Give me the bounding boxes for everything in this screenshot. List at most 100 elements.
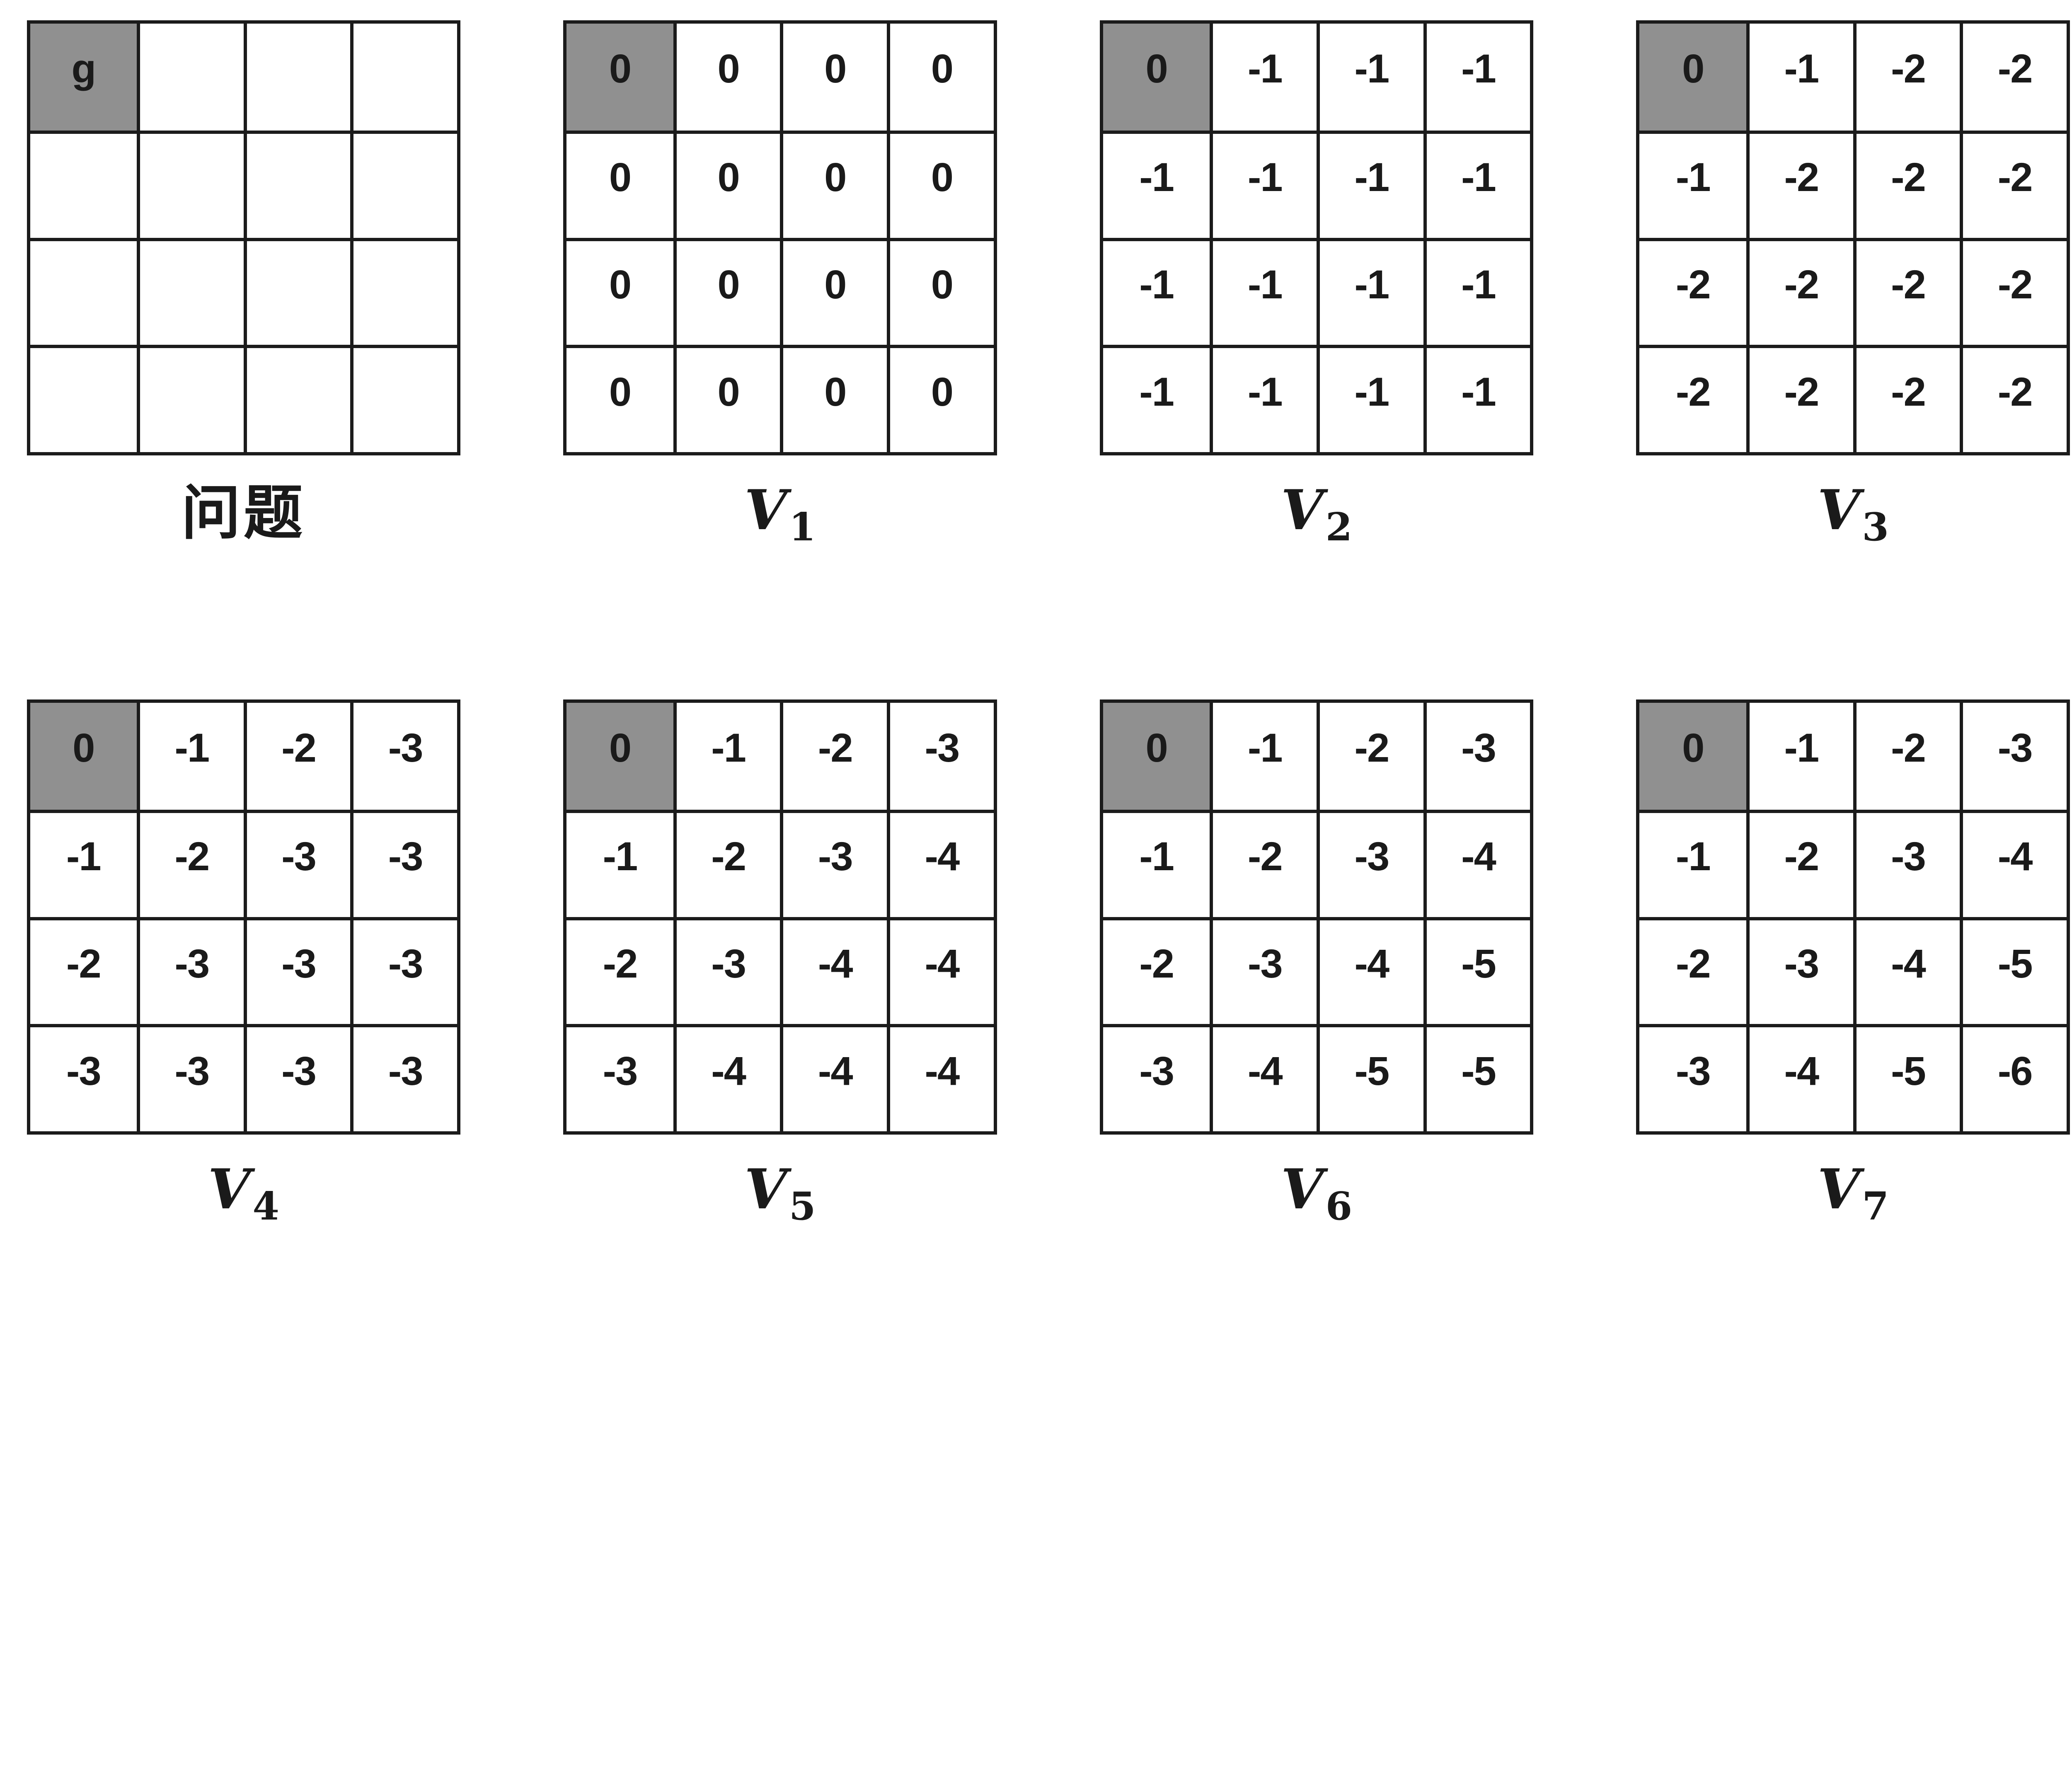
cell-v4-r2c0: -2: [30, 917, 137, 1024]
cell-v5-r2c2: -4: [780, 917, 887, 1024]
label-subscript: 3: [1862, 504, 1889, 549]
cell-value: -2: [1675, 941, 1711, 987]
cell-value: -2: [1997, 262, 2033, 307]
cell-value: -3: [388, 834, 424, 879]
cell-value: -2: [1997, 369, 2033, 414]
cell-value: -1: [1139, 155, 1174, 200]
cell-v1-r0c2: 0: [780, 23, 887, 131]
cell-v3-r0c2: -2: [1853, 23, 1960, 131]
cell-v4-r1c3: -3: [350, 810, 457, 917]
cell-v4-r1c1: -2: [137, 810, 244, 917]
cell-value: -4: [818, 941, 853, 987]
cell-v6-r3c2: -5: [1317, 1024, 1423, 1131]
cell-v5-r3c3: -4: [887, 1024, 994, 1131]
label-text: V: [1817, 478, 1860, 542]
label-subscript: 6: [1325, 1183, 1353, 1229]
cell-v7-r3c0: -3: [1639, 1024, 1747, 1131]
cell-value: 0: [73, 725, 95, 770]
cell-v1-r3c0: 0: [566, 345, 673, 452]
cell-value: 0: [717, 155, 740, 200]
cell-v7-r0c3: -3: [1960, 702, 2067, 810]
cell-value: -3: [1354, 834, 1389, 879]
grid-v3: 0-1-2-2-1-2-2-2-2-2-2-2-2-2-2-2: [1636, 20, 2070, 455]
cell-value: -1: [1354, 155, 1389, 200]
cell-value: -2: [66, 941, 102, 987]
cell-problem-r2c3: [350, 237, 457, 345]
cell-v1-r1c2: 0: [780, 131, 887, 238]
cell-value: 0: [717, 369, 740, 414]
cell-v3-r2c1: -2: [1746, 237, 1853, 345]
label-subscript: 2: [1325, 504, 1353, 549]
label-problem: 问题: [27, 477, 461, 548]
cell-problem-r0c2: [243, 23, 351, 131]
cell-value: 0: [717, 46, 740, 91]
cell-v5-r0c1: -1: [673, 702, 780, 810]
label-text: V: [1817, 1157, 1860, 1222]
cell-v6-r2c3: -5: [1423, 917, 1530, 1024]
cell-v1-r0c3: 0: [887, 23, 994, 131]
cell-problem-r3c2: [243, 345, 351, 452]
cell-value: -3: [1247, 941, 1283, 987]
label-subscript: 5: [789, 1183, 816, 1229]
cell-value: 0: [1145, 46, 1168, 91]
cell-v6-r3c3: -5: [1423, 1024, 1530, 1131]
cell-problem-r1c0: [30, 131, 137, 238]
cell-v5-r2c0: -2: [566, 917, 673, 1024]
cell-v6-r2c1: -3: [1210, 917, 1317, 1024]
cell-v6-r3c0: -3: [1103, 1024, 1210, 1131]
cell-value: -3: [925, 725, 960, 770]
cell-v3-r2c3: -2: [1960, 237, 2067, 345]
cell-v3-r1c1: -2: [1746, 131, 1853, 238]
cell-v2-r1c3: -1: [1423, 131, 1530, 238]
cell-v3-r3c0: -2: [1639, 345, 1747, 452]
cell-value: -6: [1997, 1048, 2033, 1094]
cell-v4-r2c3: -3: [350, 917, 457, 1024]
cell-value: 0: [824, 369, 847, 414]
cell-v1-r3c2: 0: [780, 345, 887, 452]
cell-value: -4: [1784, 1048, 1820, 1094]
cell-v4-r0c3: -3: [350, 702, 457, 810]
cell-v6-r3c1: -4: [1210, 1024, 1317, 1131]
cell-v6-r1c2: -3: [1317, 810, 1423, 917]
cell-value: -1: [1247, 262, 1283, 307]
cell-value: -1: [1461, 262, 1496, 307]
cell-v4-r3c3: -3: [350, 1024, 457, 1131]
grid-v2: 0-1-1-1-1-1-1-1-1-1-1-1-1-1-1-1: [1099, 20, 1534, 455]
cell-value: 0: [824, 262, 847, 307]
cell-value: -4: [925, 1048, 960, 1094]
cell-value: -2: [1997, 155, 2033, 200]
cell-value: -4: [818, 1048, 853, 1094]
cell-value: -5: [1354, 1048, 1389, 1094]
cell-value: -2: [1891, 369, 1926, 414]
cell-value: -1: [1354, 262, 1389, 307]
cell-v4-r2c1: -3: [137, 917, 244, 1024]
cell-value: -3: [1997, 725, 2033, 770]
cell-value: -2: [1891, 155, 1926, 200]
cell-problem-r1c1: [137, 131, 244, 238]
label-text: V: [1280, 1157, 1324, 1222]
cell-value: -1: [1139, 262, 1174, 307]
cell-value: -3: [281, 834, 317, 879]
cell-value: 0: [931, 369, 954, 414]
cell-v2-r1c2: -1: [1317, 131, 1423, 238]
cell-value: -2: [1997, 46, 2033, 91]
cell-value: -1: [1675, 155, 1711, 200]
label-text: V: [744, 478, 787, 542]
cell-value: -3: [1784, 941, 1820, 987]
cell-v1-r2c3: 0: [887, 237, 994, 345]
cell-v7-r1c3: -4: [1960, 810, 2067, 917]
label-text: V: [744, 1157, 787, 1222]
cell-v1-r1c3: 0: [887, 131, 994, 238]
cell-v2-r2c2: -1: [1317, 237, 1423, 345]
cell-value: -3: [818, 834, 853, 879]
cell-value: -2: [1675, 262, 1711, 307]
cell-v6-r2c0: -2: [1103, 917, 1210, 1024]
goal-cell-v5-r0c0: 0: [566, 702, 673, 810]
cell-v5-r3c2: -4: [780, 1024, 887, 1131]
cell-v3-r0c3: -2: [1960, 23, 2067, 131]
cell-v5-r1c3: -4: [887, 810, 994, 917]
cell-v7-r2c0: -2: [1639, 917, 1747, 1024]
